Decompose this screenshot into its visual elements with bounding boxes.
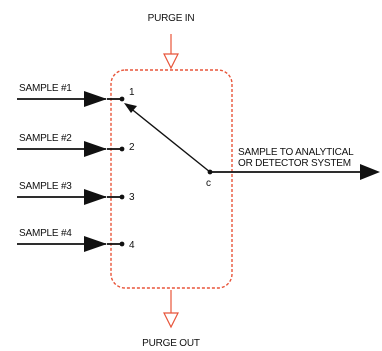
output-label-line1: SAMPLE TO ANALYTICAL: [238, 147, 354, 158]
output-label-line2: OR DETECTOR SYSTEM: [238, 158, 351, 169]
port-1-label: 1: [129, 87, 135, 98]
valve-enclosure: [110, 69, 233, 289]
port-2-dot: [119, 146, 125, 152]
port-3-dot: [119, 194, 125, 200]
purge-in-label: PURGE IN: [148, 13, 195, 24]
port-4-label: 4: [129, 240, 135, 251]
sample-input-2: [17, 141, 125, 157]
output-line: [210, 164, 380, 180]
port-1-dot: [119, 96, 125, 102]
port-4-dot: [119, 241, 125, 247]
sample-4-label: SAMPLE #4: [19, 228, 72, 239]
purge-out-arrow: [163, 290, 179, 329]
port-3-label: 3: [129, 192, 135, 203]
sample-input-1: [17, 91, 125, 107]
port-2-label: 2: [129, 142, 135, 153]
sample-input-4: [17, 236, 125, 252]
sample-2-label: SAMPLE #2: [19, 133, 72, 144]
common-port-label: c: [206, 178, 211, 189]
sample-1-label: SAMPLE #1: [19, 83, 72, 94]
selector-arm: [124, 103, 211, 173]
sample-input-3: [17, 189, 125, 205]
purge-out-label: PURGE OUT: [142, 338, 200, 349]
purge-in-arrow: [163, 34, 179, 70]
sample-3-label: SAMPLE #3: [19, 181, 72, 192]
